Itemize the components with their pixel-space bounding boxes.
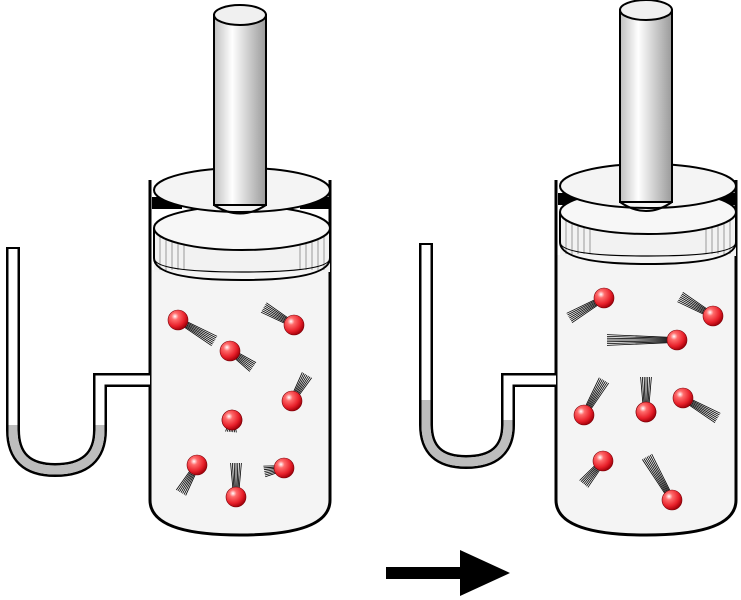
gas-particle [283,314,305,336]
rod-before [213,4,267,215]
apparatus-after [419,0,738,537]
gas-particle [666,329,688,351]
manometer-liquid-before [8,425,105,475]
gas-particle [167,309,189,331]
particles-after [566,287,724,511]
manometer-liquid-after [421,400,513,467]
gas-particle [225,486,247,508]
manometer-before [6,247,150,478]
gas-particle [672,387,694,409]
particle-trail [606,334,678,346]
gas-particle [702,305,724,327]
gas-particle [635,401,657,423]
gas-particle [219,340,241,362]
gas-particle [221,409,243,431]
gas-particle [592,450,614,472]
manometer-after [419,243,556,470]
gas-particle [661,489,683,511]
process-arrow [386,550,510,596]
rod-after [619,0,673,212]
cylinder-wall-after [554,180,738,537]
piston-before [153,205,331,282]
cylinder-wall-before [148,180,332,537]
apparatus-before [6,4,332,537]
particles-before [167,302,313,508]
gas-particle [281,390,303,412]
gas-particle [273,457,295,479]
gas-particle [573,404,595,426]
gas-particle [593,287,615,309]
gas-particle [186,454,208,476]
